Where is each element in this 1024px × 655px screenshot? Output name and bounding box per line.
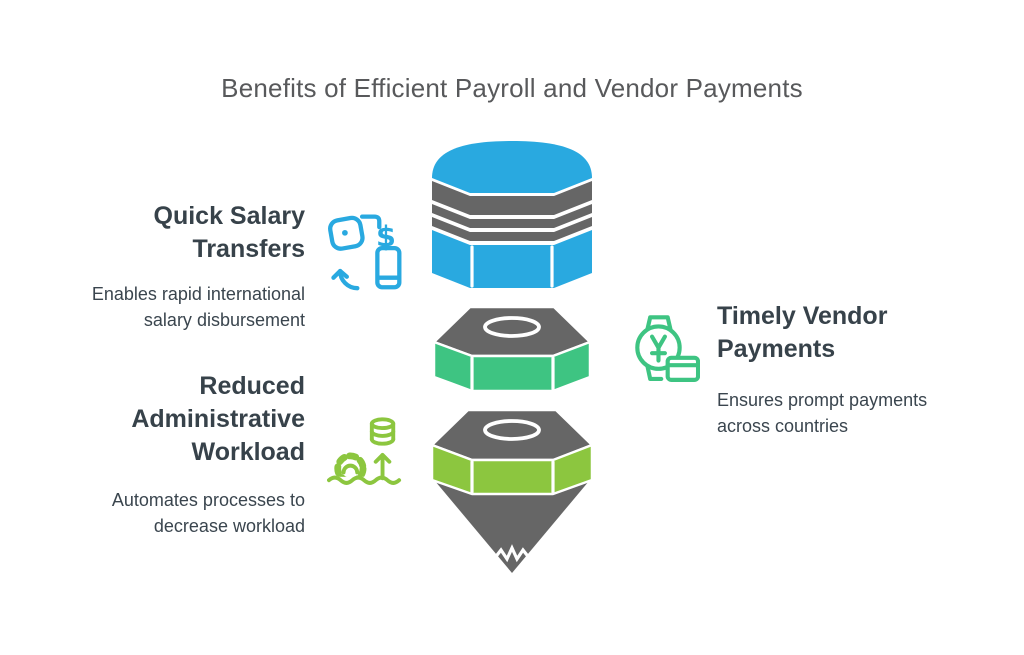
funnel-bottom-hex-nut-cone-segment: [430, 408, 594, 573]
wallet-dot: [342, 229, 348, 236]
benefit-description-quick-salary: Enables rapid international salary disbu…: [91, 284, 305, 330]
page-title: Benefits of Efficient Payroll and Vendor…: [221, 73, 803, 103]
watch-face: [635, 324, 682, 371]
currency-symbol: [649, 334, 667, 363]
gear-automation-icon: [327, 417, 402, 490]
funnel-graphic: [430, 141, 594, 573]
benefit-heading-quick-salary: Quick Salary Transfers: [153, 202, 305, 263]
funnel-middle-hex-nut-segment: [432, 305, 592, 393]
credit-card: [665, 355, 700, 382]
benefit-heading-reduced-workload: Reduced Administrative Workload: [131, 372, 305, 466]
up-arrow: [373, 452, 392, 481]
wave-line: [327, 475, 402, 485]
funnel-cone: [435, 481, 589, 573]
benefit-heading-timely-vendor: Timely Vendor Payments: [717, 302, 888, 363]
cone-tip-crack: [492, 544, 532, 563]
benefit-description-reduced-workload: Automates processes to decrease workload: [111, 490, 305, 536]
watch-payment-icon: [635, 315, 700, 382]
money-transfer-icon: $: [328, 214, 402, 291]
dollar-sign-glyph: $: [376, 219, 396, 253]
benefit-description-timely-vendor: Ensures prompt payments across countries: [717, 390, 928, 436]
funnel-top-drum-segment: [432, 141, 592, 288]
